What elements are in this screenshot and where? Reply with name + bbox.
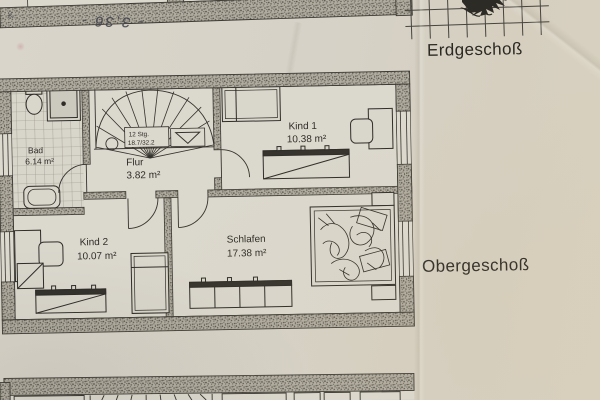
room-area-kind2: 10.07 m² [77, 251, 117, 263]
upper-floor-label: Obergeschoß [421, 255, 530, 276]
stair-note-line2: 18.7/32.2 [128, 139, 155, 147]
stair-direction-arrow-icon [174, 131, 201, 145]
nightstand [371, 284, 397, 301]
room-label-kind1: Kind 1 [288, 121, 317, 133]
double-bed [309, 204, 397, 287]
doors [58, 149, 250, 229]
chair [38, 241, 64, 267]
windows [0, 110, 414, 283]
schlafen-furniture [189, 191, 397, 309]
bathtub-icon [23, 185, 61, 209]
attic-floor-fragment [0, 373, 415, 400]
ground-floor-label: Erdgeschoß [426, 39, 523, 60]
kind2-furniture [14, 229, 170, 314]
bedding-scribble [318, 206, 391, 281]
nightstand [371, 191, 395, 207]
upper-floor-plan: Bad 6.14 m² 12 Stg. 18.7/32.2 Flur 3.82 … [0, 70, 415, 335]
handrail-post-symbol [105, 137, 119, 151]
room-area-bad: 6.14 m² [25, 156, 54, 167]
bed [130, 252, 170, 314]
kind1-furniture [221, 86, 394, 180]
outer-walls [0, 70, 415, 335]
ground-floor-fragment [0, 0, 413, 29]
room-label-kind2: Kind 2 [80, 237, 109, 249]
bathroom-fixtures [23, 85, 81, 209]
room-label-schlafen: Schlafen [227, 234, 266, 246]
room-area-schlafen: 17.38 m² [227, 248, 267, 260]
stair-note-line1: 12 Stg. [129, 131, 150, 138]
bed [221, 86, 281, 123]
room-label-flur: Flur [126, 157, 144, 168]
pencil-mark [7, 11, 14, 19]
room-area-kind1: 10.38 m² [287, 134, 327, 146]
chair [350, 118, 374, 144]
tree-icon [460, 0, 507, 17]
room-area-flur: 3.82 m² [126, 170, 161, 182]
room-label-bad: Bad [28, 145, 44, 155]
staircase [93, 88, 215, 159]
toilet-icon [25, 93, 43, 115]
handwritten-dimension: - 3,36 - [79, 12, 144, 31]
